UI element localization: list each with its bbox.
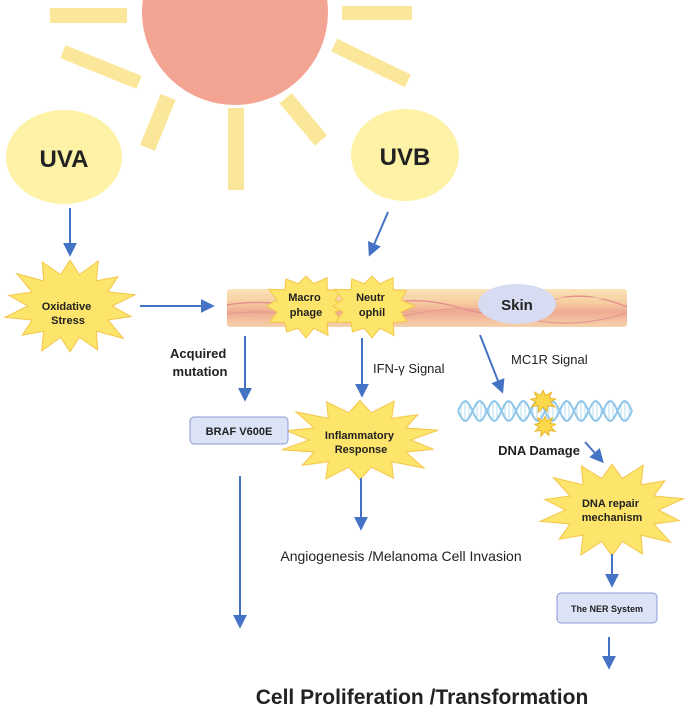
burst-layer: [3, 259, 686, 557]
acquired-line1: Acquired: [170, 346, 226, 361]
ifn-gamma-signal-label: IFN-γ Signal: [373, 361, 445, 376]
braf-box: [189, 416, 289, 445]
skin-label: Skin: [501, 297, 533, 314]
dna-repair-burst: [538, 463, 686, 557]
uva-label: UVA: [40, 146, 89, 173]
arrows: [63, 208, 619, 670]
ner-label: The NER System: [571, 604, 643, 614]
sun-ray: [228, 108, 244, 190]
inflammatory-line1: Inflammatory: [325, 430, 395, 442]
sun-ray: [140, 93, 176, 151]
ner-box: [556, 592, 658, 624]
arrow-dna-to-repair: [584, 441, 604, 464]
acquired-line2: mutation: [173, 364, 228, 379]
dna-damage-label: DNA Damage: [498, 443, 580, 458]
macrophage-label: Macro phage: [288, 292, 323, 319]
neutrophil-burst: [331, 275, 417, 339]
sun-icon: [142, 0, 328, 105]
sun-rays: [50, 6, 412, 190]
cell-proliferation-label: Cell Proliferation /Transformation: [256, 686, 589, 709]
oxidative-stress-label: Oxidative Stress: [42, 301, 95, 327]
uvb-bubble: [351, 109, 459, 201]
neutrophil-label: Neutr ophil: [356, 292, 388, 319]
mc1r-signal-label: MC1R Signal: [511, 352, 588, 367]
dna-damage-burst: [533, 415, 558, 438]
inflammatory-response-label: Inflammatory Response: [325, 430, 397, 456]
macrophage-line1: Macro: [288, 292, 321, 304]
oxidative-line1: Oxidative: [42, 301, 92, 313]
sun-ray: [331, 38, 411, 88]
oxidative-line2: Stress: [51, 315, 85, 327]
neutrophil-line2: ophil: [359, 307, 385, 319]
dna-helix-icon: [457, 389, 633, 438]
neutrophil-line1: Neutr: [356, 292, 385, 304]
dna-repair-line2: mechanism: [582, 512, 643, 524]
sun-ray: [50, 8, 127, 23]
braf-label: BRAF V600E: [206, 426, 273, 438]
dna-repair-line1: DNA repair: [582, 498, 640, 510]
angiogenesis-label: Angiogenesis /Melanoma Cell Invasion: [280, 548, 521, 564]
acquired-mutation-label: Acquired mutation: [170, 346, 230, 379]
dna-strand: [457, 399, 633, 423]
macrophage-line2: phage: [290, 307, 322, 319]
uva-bubble: [6, 110, 122, 204]
inflammatory-line2: Response: [335, 444, 388, 456]
sun-ray: [60, 45, 142, 89]
arrow-uvb-to-skin: [367, 211, 389, 257]
arrow-skin-to-dna: [479, 334, 505, 394]
oxidative-stress-burst: [3, 259, 137, 353]
sun-ray: [279, 93, 328, 146]
dna-repair-label: DNA repair mechanism: [582, 498, 643, 524]
skin-oval: [478, 284, 556, 324]
sun-ray: [342, 6, 412, 20]
uvb-label: UVB: [380, 144, 431, 171]
dna-damage-burst: [529, 389, 557, 414]
